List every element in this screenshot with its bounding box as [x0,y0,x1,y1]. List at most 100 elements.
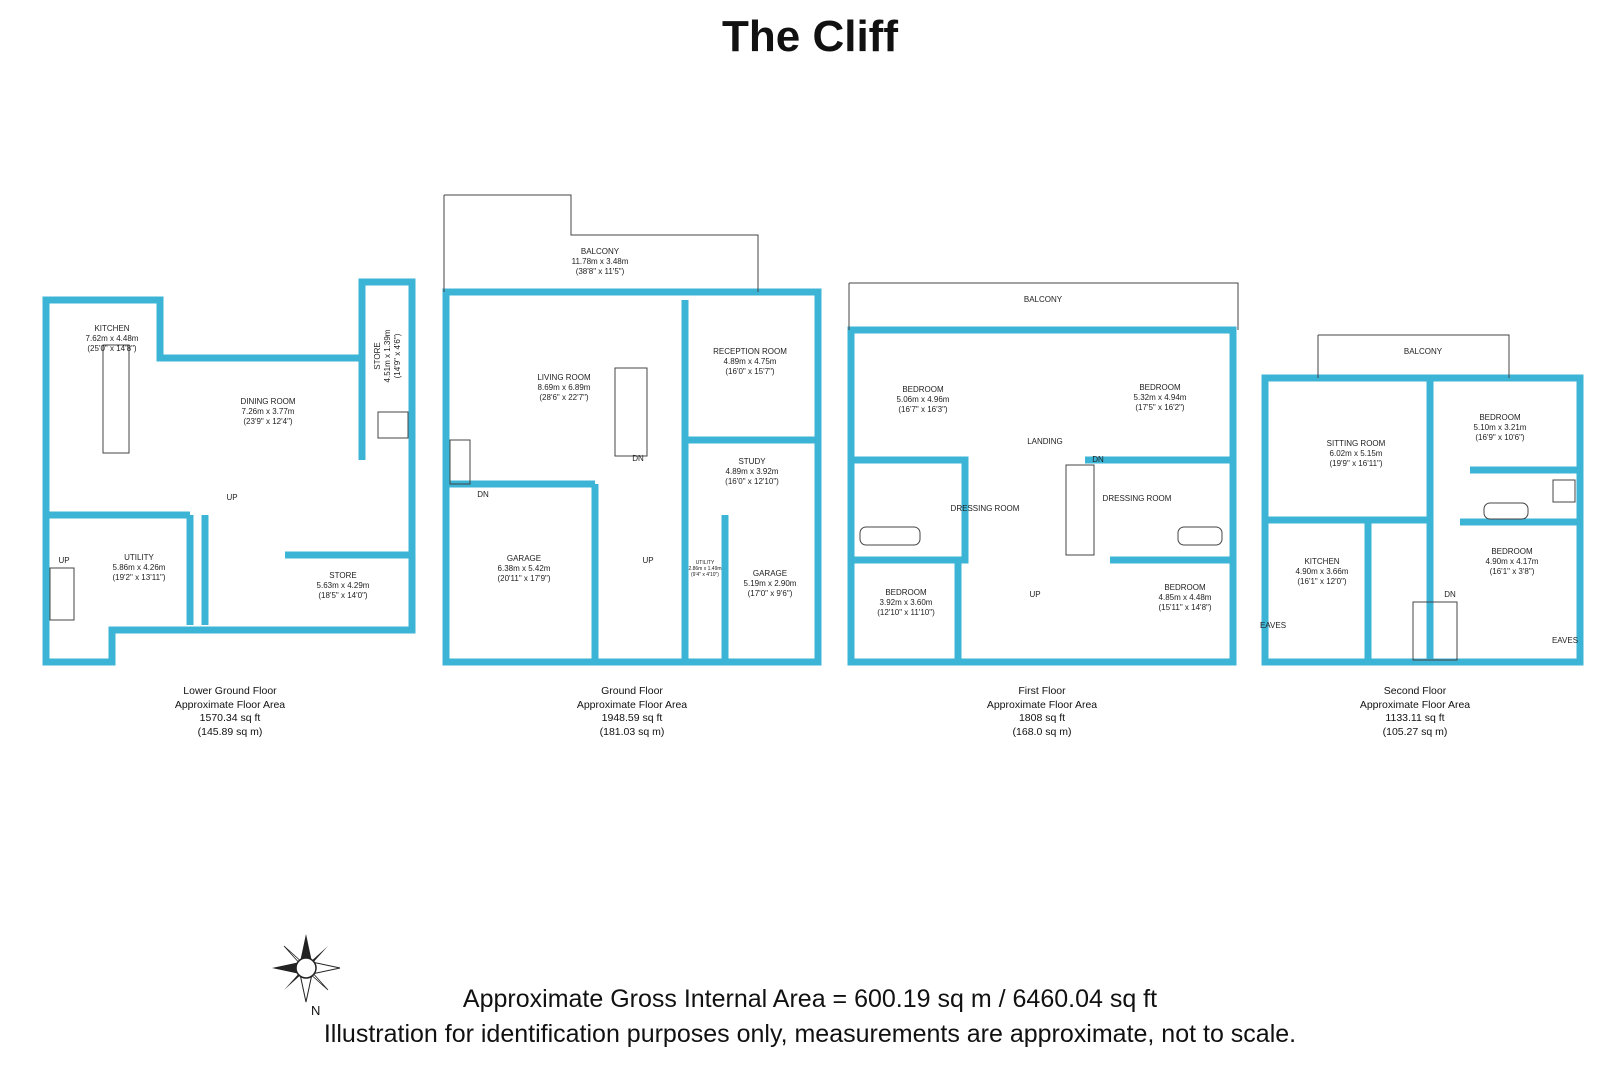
floor-sq-m: (181.03 sq m) [599,725,665,738]
bath [859,526,921,546]
floor-area-label: Approximate Floor Area [1359,698,1471,711]
room-reception: RECEPTION ROOM [713,347,787,356]
floor-area-label: Approximate Floor Area [174,698,286,711]
disclaimer-text: Illustration for identification purposes… [323,1020,1297,1048]
room-dim: 4.51m x 1.39m [383,329,392,382]
room-bedroom-1f-c: BEDROOM [885,588,927,597]
room-dim: (16'0" x 12'10") [725,477,779,486]
stair-label: UP [226,493,237,502]
room-store-lg-small: STORE [373,342,382,369]
room-dim: (16'1" x 3'8") [1490,567,1535,576]
stair-label: UP [642,556,653,565]
room-garage-2: GARAGE [753,569,787,578]
room-utility-lg: UTILITY [124,553,154,562]
room-dim: (14'9" x 4'6") [393,333,402,378]
room-balcony-1f: BALCONY [1024,295,1063,304]
room-dim: 5.32m x 4.94m [1134,393,1187,402]
room-dim: (38'8" x 11'5") [576,267,625,276]
shower [377,411,409,439]
second-floor-walls [1261,374,1584,666]
room-dim: 5.63m x 4.29m [317,581,370,590]
room-dim: 11.78m x 3.48m [572,257,629,266]
room-sitting: SITTING ROOM [1327,439,1386,448]
room-dressing-a: DRESSING ROOM [951,504,1020,513]
room-dim: (12'10" x 11'10") [877,608,935,617]
ground-stairs [614,367,648,457]
eaves-label: EAVES [1260,621,1286,630]
room-dim: 6.38m x 5.42m [498,564,551,573]
kitchen-island [102,344,130,454]
stair-label: DN [1444,590,1456,599]
room-dim: 4.90m x 4.17m [1486,557,1539,566]
stair-label: UP [58,556,69,565]
room-dim: 7.62m x 4.48m [86,334,139,343]
room-dim: 5.10m x 3.21m [1474,423,1527,432]
stair-label: UP [1029,590,1040,599]
room-dim: 4.90m x 3.66m [1296,567,1349,576]
room-dim: 6.02m x 5.15m [1330,449,1383,458]
lower-stairs [49,567,75,621]
floor-sq-ft: 1570.34 sq ft [199,712,261,724]
eaves-label: EAVES [1552,636,1578,645]
room-dim: (9'4" x 4'10") [691,572,719,578]
compass-icon [272,934,341,1003]
floor-sq-ft: 1133.11 sq ft [1385,712,1445,724]
room-dim: (19'2" x 13'11") [112,573,165,582]
second-balcony-outline [1317,334,1510,378]
room-dim: 2.86m x 1.49m [688,566,721,572]
room-dim: 5.06m x 4.96m [897,395,950,404]
room-dressing-b: DRESSING ROOM [1103,494,1172,503]
first-stairs [1065,464,1095,556]
room-dim: (16'1" x 12'0") [1297,577,1347,586]
room-dim: (16'9" x 10'6") [1475,433,1525,442]
room-bedroom-2f-b: BEDROOM [1491,547,1533,556]
room-dim: (25'0" x 14'8") [87,344,137,353]
stair-label: DN [632,454,644,463]
room-dim: 5.86m x 4.26m [113,563,166,572]
page-title: The Cliff [722,12,898,61]
room-dim: 8.69m x 6.89m [538,383,591,392]
room-living: LIVING ROOM [537,373,591,382]
room-dim: 7.26m x 3.77m [242,407,295,416]
room-dim: (15'11" x 14'8") [1158,603,1211,612]
room-study: STUDY [738,457,766,466]
room-store-lg: STORE [329,571,356,580]
floor-sq-ft: 1808 sq ft [1018,712,1066,724]
floor-name: First Floor [1018,685,1066,697]
ground-floor-walls [442,288,822,666]
room-bedroom-2f-a: BEDROOM [1479,413,1521,422]
room-kitchen-2f: KITCHEN [1304,557,1339,566]
room-utility-g: UTILITY [696,560,715,566]
room-dining: DINING ROOM [240,397,295,406]
floor-name: Ground Floor [601,685,663,697]
caption-lower-ground: Lower Ground Floor Approximate Floor Are… [110,685,350,739]
room-dim: (17'5" x 16'2") [1135,403,1185,412]
floor-area-label: Approximate Floor Area [986,698,1098,711]
second-stairs [1412,601,1458,661]
room-dim: (23'9" x 12'4") [243,417,293,426]
room-bedroom-1f-a: BEDROOM [902,385,944,394]
room-dim: (28'6" x 22'7") [539,393,589,402]
floor-sq-m: (168.0 sq m) [1012,725,1072,738]
floor-area-label: Approximate Floor Area [576,698,688,711]
room-bedroom-1f-b: BEDROOM [1139,383,1181,392]
floor-name: Second Floor [1383,685,1447,697]
caption-first: First Floor Approximate Floor Area 1808 … [922,685,1162,739]
first-balcony-outline [848,282,1239,330]
floor-name: Lower Ground Floor [183,685,277,697]
room-kitchen-lg: KITCHEN [94,324,129,333]
room-dim: (17'0" x 9'6") [748,589,793,598]
gross-internal-area: Approximate Gross Internal Area = 600.19… [462,985,1158,1013]
room-dim: 3.92m x 3.60m [880,598,933,607]
room-dim: (20'11" x 17'9") [497,574,550,583]
stair-label: DN [477,490,489,499]
caption-second: Second Floor Approximate Floor Area 1133… [1295,685,1535,739]
room-garage-1: GARAGE [507,554,541,563]
floor-sq-m: (145.89 sq m) [197,725,263,738]
room-dim: (19'9" x 16'11") [1329,459,1382,468]
room-dim: (16'7" x 16'3") [898,405,948,414]
ground-balcony-outline [444,194,759,292]
floor-sq-m: (105.27 sq m) [1382,725,1448,738]
stair-label: DN [1092,455,1104,464]
